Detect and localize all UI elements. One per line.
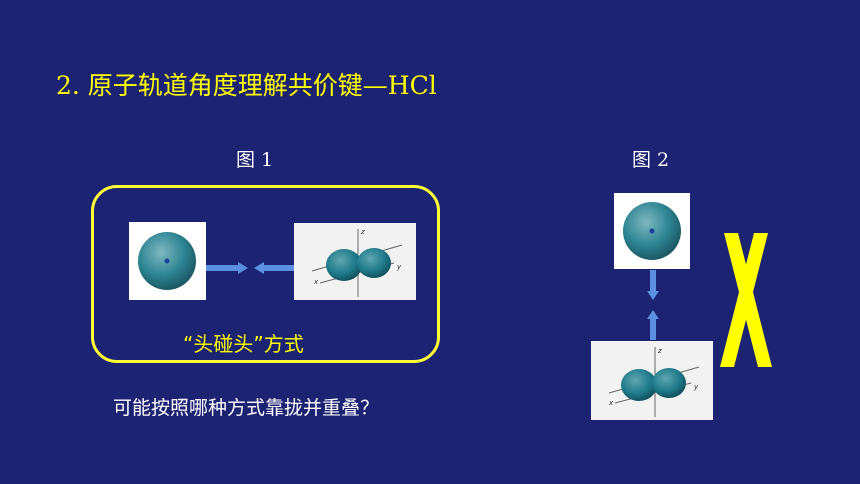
y-axis-label-2: y xyxy=(693,383,699,391)
s-orbital-image xyxy=(129,222,206,300)
z-axis-label: z xyxy=(360,228,365,236)
question-text: 可能按照哪种方式靠拢并重叠？ xyxy=(113,397,380,419)
s-orbital-image-2 xyxy=(614,193,690,269)
p-orbital-image: z y x xyxy=(294,223,416,300)
x-axis-label: x xyxy=(313,278,319,286)
x-axis-label-2: x xyxy=(608,399,614,407)
left-arrow xyxy=(254,262,296,274)
slide-title: 2. 原子轨道角度理解共价键—HCl xyxy=(56,71,437,100)
p-orbital-image-2: z y x xyxy=(591,341,713,420)
z-axis-label-2: z xyxy=(657,347,662,355)
y-axis-label: y xyxy=(396,263,402,271)
figure1-label: 图 1 xyxy=(236,149,274,171)
right-arrow xyxy=(206,262,248,274)
figure1-caption: “头碰头”方式 xyxy=(183,332,304,356)
figure2-label: 图 2 xyxy=(632,149,670,171)
up-arrow xyxy=(647,310,659,340)
down-arrow xyxy=(647,270,659,300)
cross-mark-icon xyxy=(720,233,772,367)
figure1-frame xyxy=(91,185,440,363)
